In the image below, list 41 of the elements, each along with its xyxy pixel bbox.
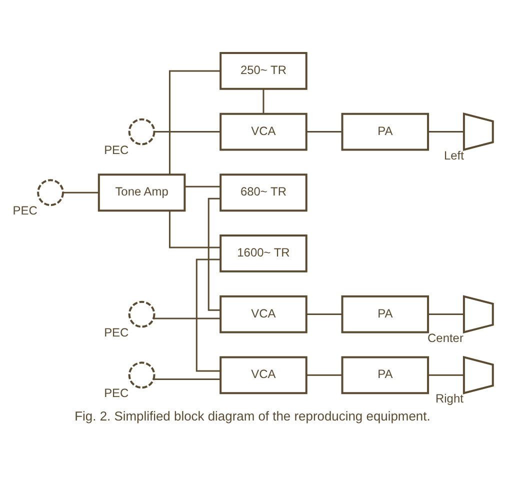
connector [306, 130, 342, 132]
node-speaker [462, 355, 494, 394]
connector [168, 210, 220, 248]
node-box: PA [341, 294, 430, 333]
node-box: PA [341, 112, 430, 150]
connector [168, 70, 220, 174]
connector [154, 378, 220, 380]
connector [428, 313, 464, 315]
connector [63, 191, 99, 193]
node-label: PEC [12, 203, 38, 218]
node-box: 680~ TR [220, 173, 308, 212]
node-label: Center [428, 330, 464, 344]
connector [154, 317, 220, 319]
connector [306, 374, 342, 376]
node-label: PEC [104, 386, 129, 400]
node-box: VCA [220, 356, 308, 394]
node-box: 1600~ TR [220, 234, 308, 272]
caption: Fig. 2. Simplified block diagram of the reproducing equipment. [74, 408, 430, 423]
node-arc [128, 118, 156, 145]
node-speaker [462, 294, 494, 334]
connector [154, 130, 221, 132]
connector [208, 197, 221, 310]
node-arc [37, 178, 64, 206]
connector [306, 313, 342, 315]
connector [196, 258, 220, 372]
node-label: PEC [104, 142, 129, 156]
connector [184, 185, 221, 187]
connector [428, 130, 464, 132]
node-arc [128, 361, 156, 388]
node-label: Left [444, 148, 464, 162]
node-box: PA [341, 356, 430, 394]
node-label: Right [436, 391, 464, 406]
connector [428, 374, 464, 376]
node-box: VCA [220, 112, 308, 150]
node-label: PEC [104, 324, 129, 339]
node-box: Tone Amp [98, 173, 186, 212]
node-arc [128, 300, 156, 328]
node-box: VCA [220, 294, 308, 333]
node-speaker [462, 112, 494, 151]
node-box: 250~ TR [220, 52, 308, 90]
connector [262, 88, 264, 114]
